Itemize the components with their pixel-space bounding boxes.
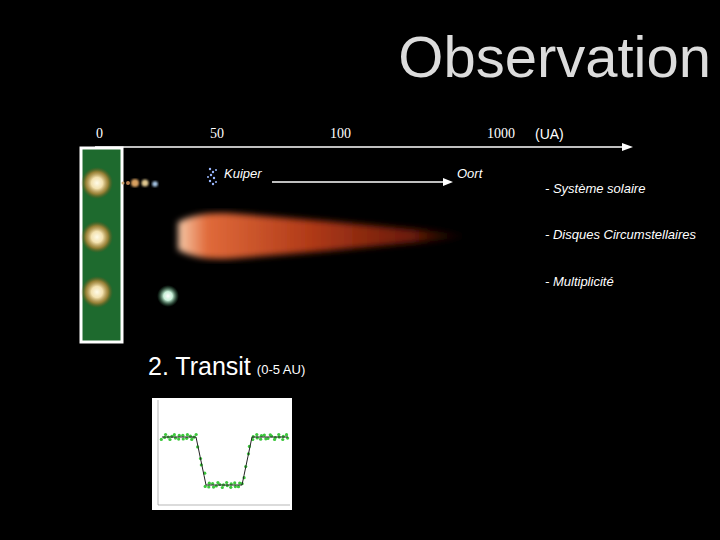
topic-item: - Système solaire [545, 182, 645, 197]
data-point [226, 484, 229, 487]
star [81, 167, 113, 199]
data-point [212, 486, 215, 489]
companion-star [157, 285, 179, 307]
axis-tick: 0 [96, 126, 103, 142]
region-label: Kuiper [224, 167, 262, 182]
data-point [259, 438, 262, 441]
star [81, 221, 113, 253]
data-point [164, 433, 167, 436]
star [81, 276, 113, 308]
range-arrow [272, 181, 444, 183]
planets [122, 179, 158, 187]
data-point [182, 437, 185, 440]
topic-item: - Disques Circumstellaires [545, 228, 696, 243]
kuiper-icon [207, 168, 217, 185]
section-range: (0-5 AU) [257, 363, 305, 378]
axis-tick: 1000 [487, 126, 515, 142]
data-point [160, 438, 163, 441]
data-point [190, 438, 193, 441]
data-point [173, 433, 176, 436]
model-curve [162, 437, 288, 485]
data-point [282, 435, 285, 438]
light-curve-frame [152, 398, 292, 510]
data-point [255, 433, 258, 436]
slide-title: Observation [398, 24, 711, 91]
axis-line [95, 146, 624, 148]
data-point [195, 433, 198, 436]
data-point [208, 482, 211, 485]
data-point [177, 438, 180, 441]
data-point [233, 481, 236, 484]
data-point [207, 485, 210, 488]
data-point [281, 438, 284, 441]
data-point [263, 434, 266, 437]
region-label: Oort [457, 167, 482, 182]
data-point [285, 433, 288, 436]
data-point [225, 481, 228, 484]
topic-item: - Multiplicité [545, 275, 614, 290]
data-point [168, 438, 171, 441]
observation-zone [81, 148, 122, 342]
circumstellar-disk [178, 213, 472, 259]
axis-tick: 50 [210, 126, 224, 142]
data-point [237, 485, 240, 488]
data-point [186, 433, 189, 436]
light-curve [158, 400, 290, 505]
section-heading: 2. Transit [148, 352, 251, 381]
axis-arrowhead [622, 143, 633, 151]
axis-tick: 100 [330, 126, 351, 142]
range-arrowhead [443, 178, 453, 186]
axis-unit: (UA) [535, 126, 564, 142]
data-point [181, 434, 184, 437]
data-point [229, 486, 232, 489]
